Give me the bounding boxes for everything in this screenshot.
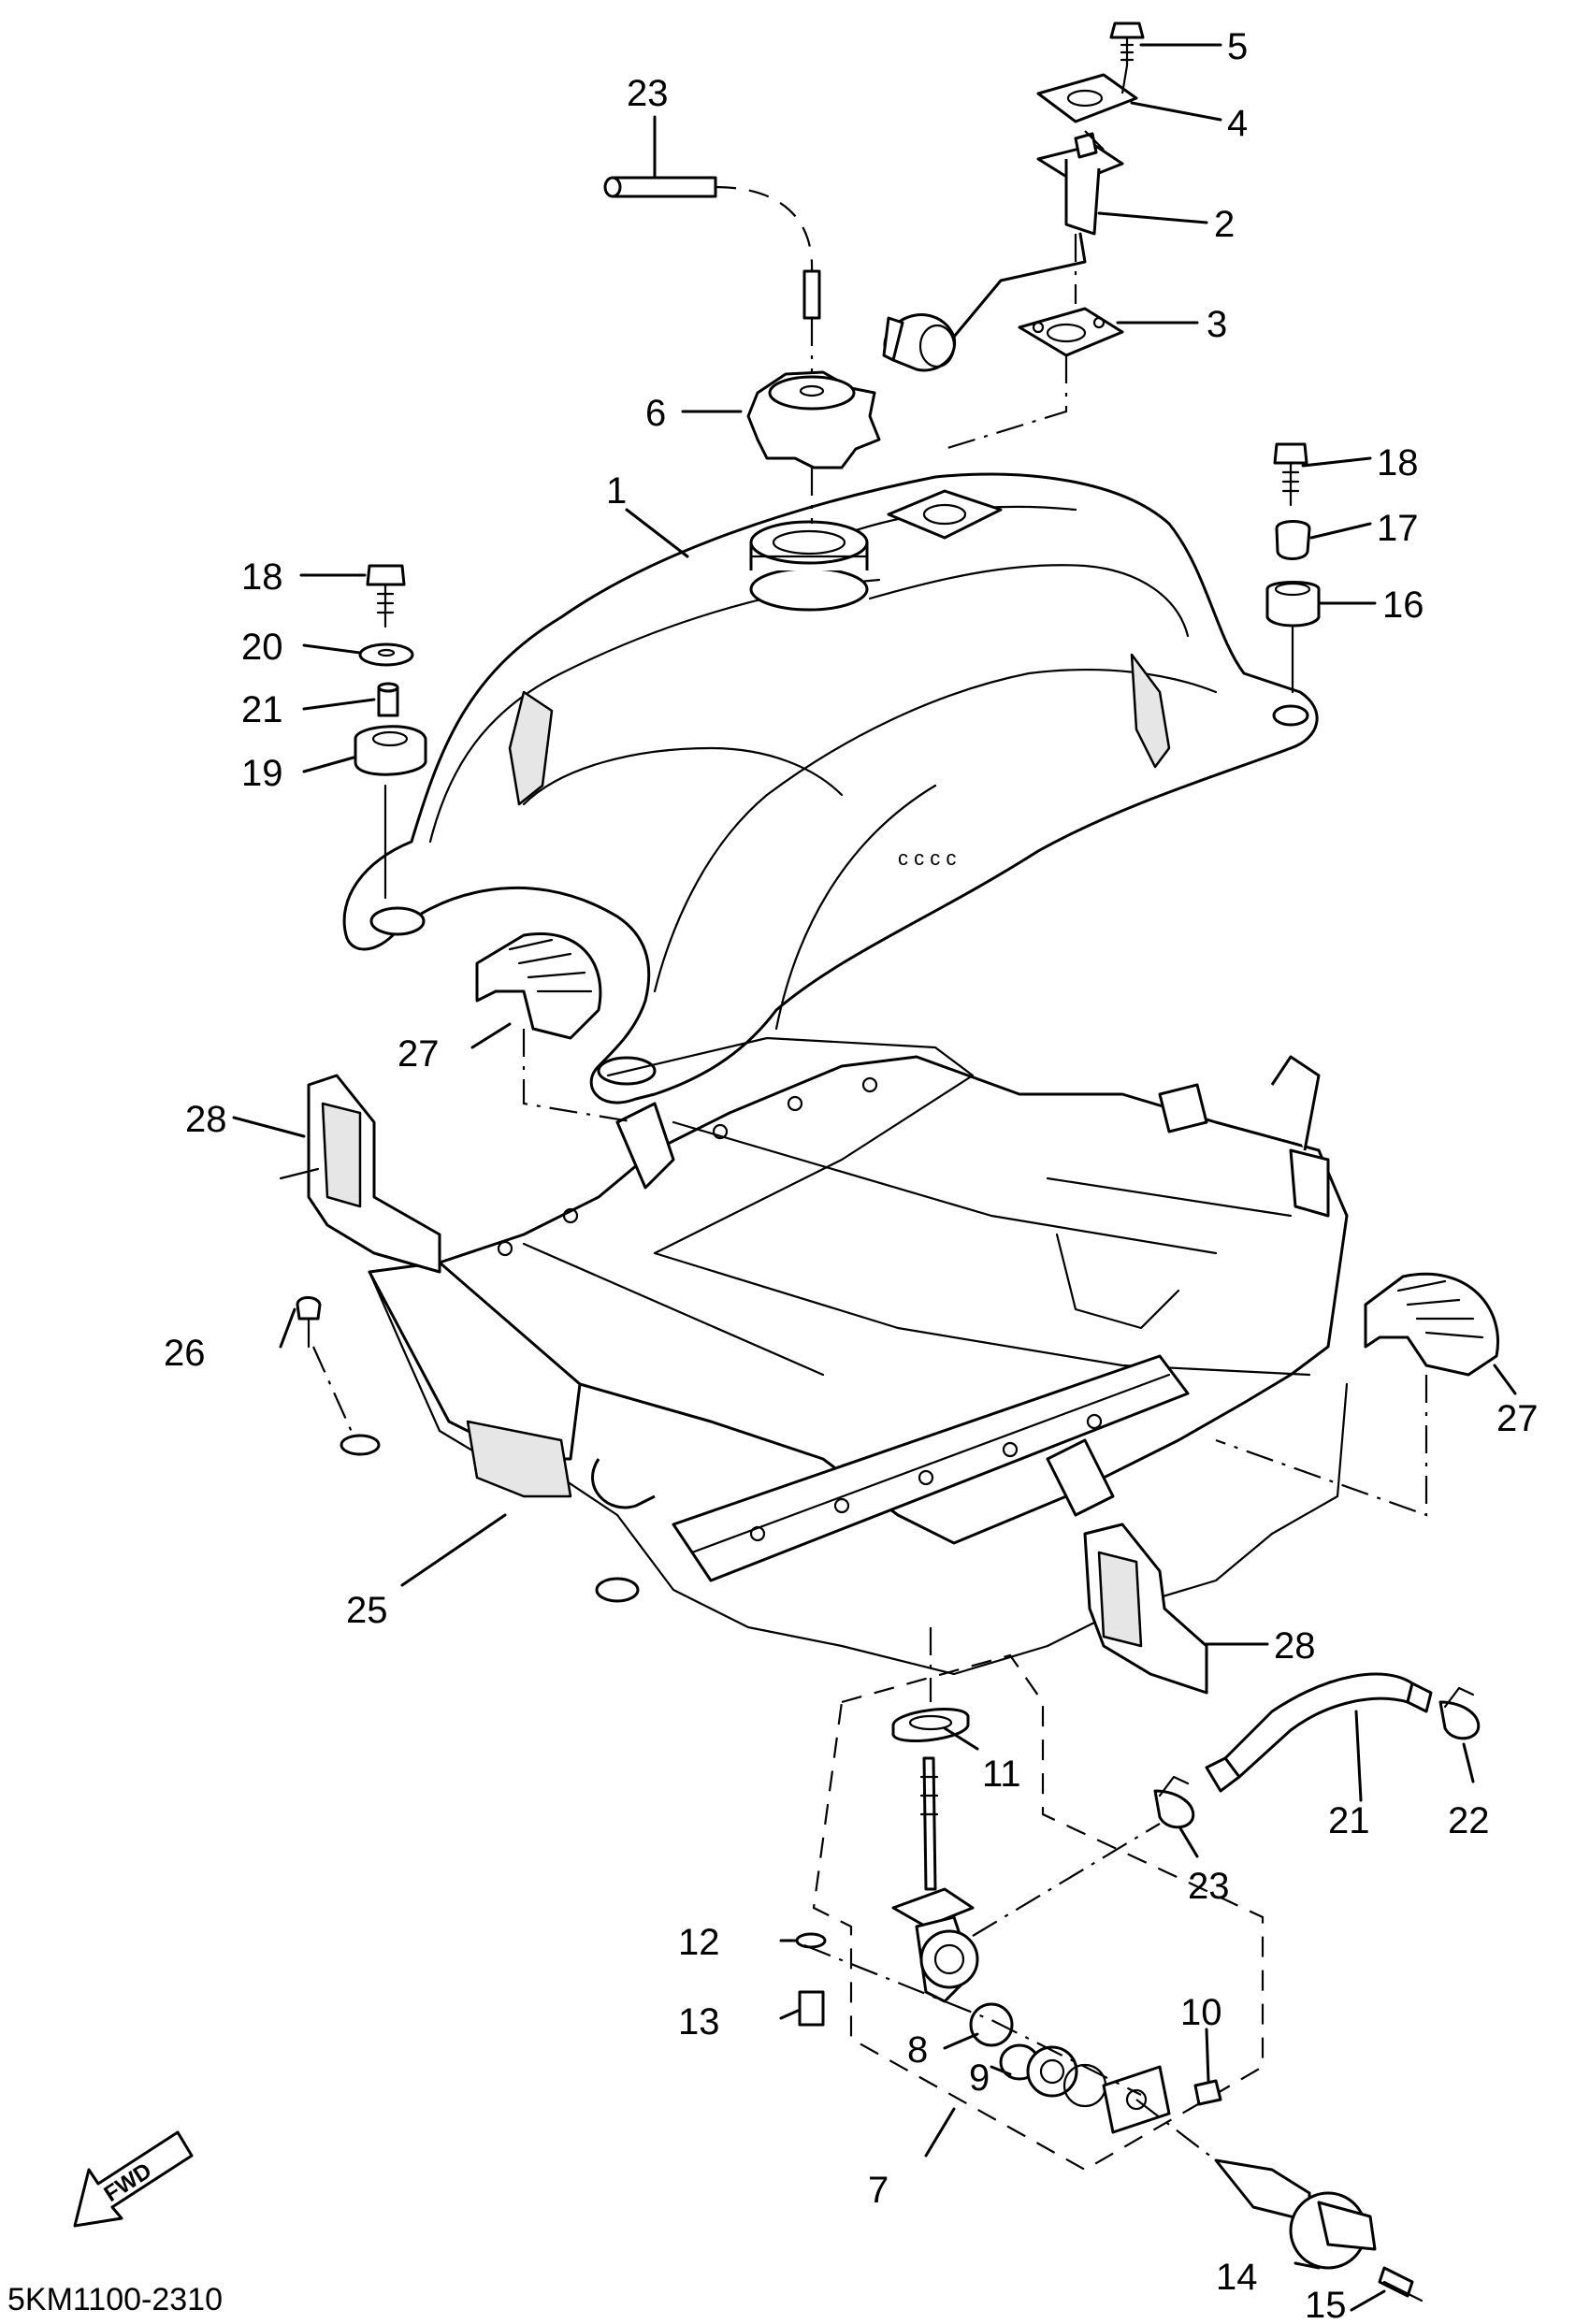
callout-5: 5: [1227, 26, 1248, 67]
fuel-tank: c c c c: [342, 472, 1319, 1104]
callout-16: 16: [1382, 585, 1424, 626]
callout-13: 13: [678, 2001, 720, 2043]
fuel-sender-assembly: [882, 22, 1145, 451]
forward-direction-arrow: FWD: [73, 2130, 194, 2228]
callout-2: 2: [1214, 204, 1235, 245]
callout-24: 23: [627, 73, 669, 114]
callout-27-right: 27: [1496, 1398, 1539, 1439]
callout-23-left: 23: [1188, 1866, 1230, 1907]
callout-23-right: 22: [1448, 1800, 1490, 1841]
callout-3: 3: [1207, 304, 1227, 345]
callout-10: 10: [1180, 1992, 1222, 2033]
callout-6: 6: [645, 393, 666, 434]
hose-clip-left: [1153, 1775, 1195, 1829]
screw-26: [296, 1296, 381, 1456]
callout-25: 25: [346, 1590, 388, 1631]
callout-7: 7: [868, 2170, 889, 2211]
frame-tray: [368, 1036, 1349, 1676]
damper-upper-left: [475, 932, 637, 1124]
callout-21: 21: [241, 689, 283, 730]
callout-20: 20: [241, 627, 283, 668]
hose-clip-right: [1438, 1686, 1481, 1740]
callout-4: 4: [1227, 103, 1248, 144]
fuel-hose: [1205, 1672, 1433, 1793]
callout-1: 1: [606, 470, 627, 512]
callout-19: 19: [241, 753, 283, 794]
svg-text:c c c c: c c c c: [898, 846, 956, 870]
callout-18-right: 18: [1377, 442, 1419, 484]
callout-labels: 5 4 2 3 6 23 1 18 17 16 18 20 21 19 27 2…: [164, 26, 1539, 2324]
callout-26: 26: [164, 1333, 206, 1374]
callout-12: 12: [678, 1922, 720, 1963]
callout-27-left: 27: [398, 1033, 440, 1075]
callout-15: 15: [1305, 2285, 1347, 2324]
left-mount-hardware: [354, 564, 427, 900]
callout-28-right: 28: [1274, 1625, 1316, 1667]
breather-hose: [603, 176, 821, 374]
damper-right: [1215, 1272, 1499, 1517]
callout-14: 14: [1216, 2257, 1258, 2298]
callout-17: 17: [1377, 508, 1419, 549]
fuel-cap: [746, 370, 881, 524]
callout-11: 11: [982, 1754, 1021, 1795]
side-cover-upper-left: [279, 1074, 441, 1274]
callout-9: 9: [969, 2057, 990, 2099]
right-mount-hardware: [1265, 442, 1321, 694]
callout-28-left: 28: [185, 1099, 227, 1140]
side-cover-lower-right: [1083, 1523, 1208, 1695]
fuel-cock-assembly: [795, 1627, 1424, 2302]
callout-8: 8: [907, 2029, 928, 2071]
callout-18-left: 18: [241, 556, 283, 598]
callout-22: 21: [1328, 1800, 1370, 1841]
leader-lines: [232, 43, 1517, 2312]
part-code: 5KM1100-2310: [7, 2282, 223, 2317]
